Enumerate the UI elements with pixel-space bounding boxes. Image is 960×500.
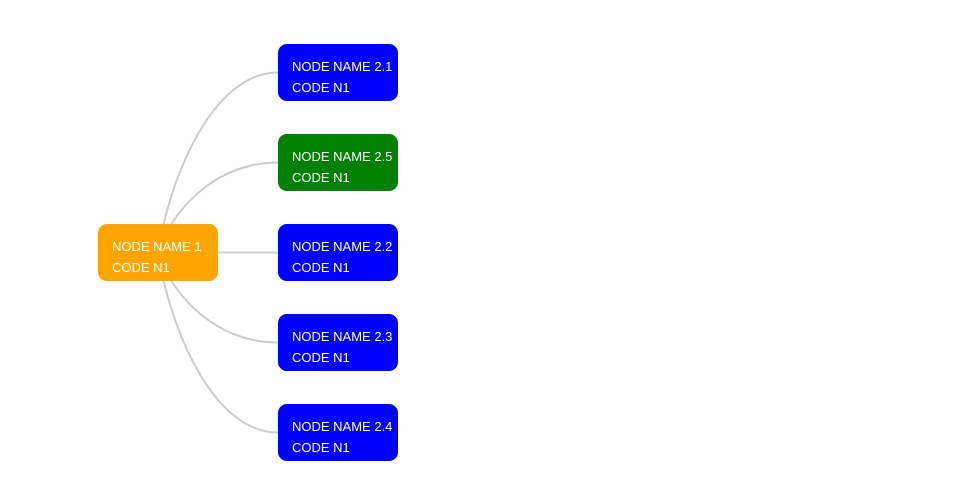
node-2-2[interactable]: NODE NAME 2.2 CODE N1	[278, 224, 398, 281]
node-2-4-code: CODE N1	[292, 440, 350, 455]
node-root-title: NODE NAME 1	[112, 239, 202, 254]
node-2-1-code: CODE N1	[292, 80, 350, 95]
node-root[interactable]: NODE NAME 1 CODE N1	[98, 224, 218, 281]
node-2-5-title: NODE NAME 2.5	[292, 149, 393, 164]
node-2-2-code: CODE N1	[292, 260, 350, 275]
node-2-4-title: NODE NAME 2.4	[292, 419, 393, 434]
node-2-3[interactable]: NODE NAME 2.3 CODE N1	[278, 314, 398, 371]
node-2-1-title: NODE NAME 2.1	[292, 59, 393, 74]
node-2-4[interactable]: NODE NAME 2.4 CODE N1	[278, 404, 398, 461]
node-2-3-title: NODE NAME 2.3	[292, 329, 393, 344]
node-2-2-title: NODE NAME 2.2	[292, 239, 393, 254]
node-2-3-code: CODE N1	[292, 350, 350, 365]
node-2-1[interactable]: NODE NAME 2.1 CODE N1	[278, 44, 398, 101]
node-root-code: CODE N1	[112, 260, 170, 275]
node-2-5[interactable]: NODE NAME 2.5 CODE N1	[278, 134, 398, 191]
node-2-5-code: CODE N1	[292, 170, 350, 185]
